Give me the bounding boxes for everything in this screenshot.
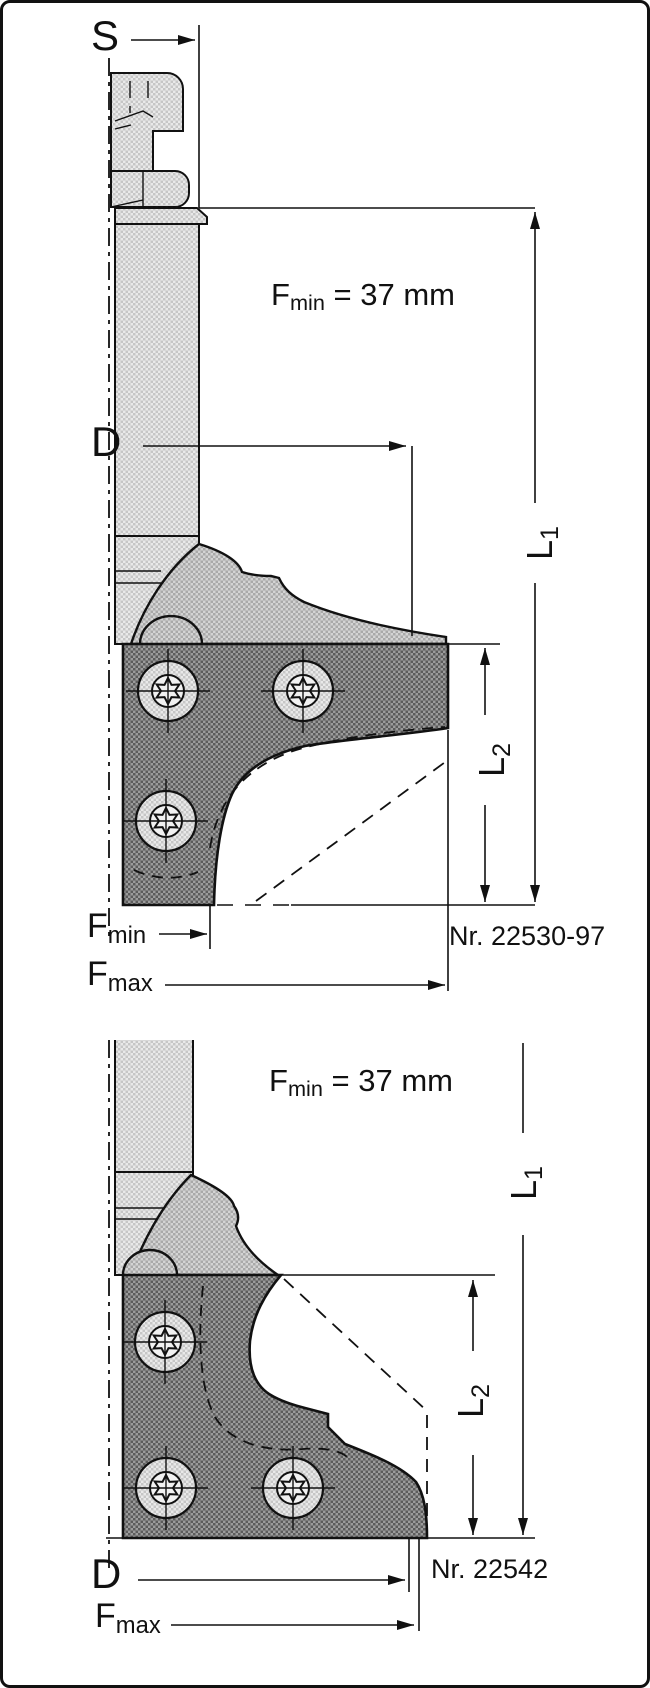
label-fmax-fig2: Fmax	[95, 1597, 161, 1639]
label-fmax-fig1: Fmax	[87, 955, 153, 997]
label-s-fig1: S	[91, 12, 120, 59]
label-l1-fig2: L1	[503, 1165, 549, 1201]
cutter-technical-drawing	[106, 25, 540, 1631]
dimension-lines-fig2	[106, 1043, 535, 1631]
figure1-drawing	[108, 25, 540, 991]
part-number-fig2: Nr. 22542	[431, 1554, 549, 1584]
profile-knife-fig1	[129, 542, 448, 646]
figure2-drawing	[106, 1040, 535, 1631]
cutter-body-fig2	[121, 1273, 429, 1540]
echo-arc-fig1	[133, 869, 199, 879]
cutter-body-fig1	[121, 642, 450, 907]
diagonal-dashed-fig2	[283, 1278, 428, 1412]
label-fmin-note-fig2: Fmin = 37 mm	[269, 1063, 453, 1102]
clamping-screw	[110, 72, 184, 172]
hub-bump-fig2	[121, 1248, 179, 1276]
hex-nut	[110, 170, 190, 208]
hub-bump-fig1	[138, 614, 204, 645]
dimension-lines-fig1	[143, 207, 540, 991]
label-fmin-fig1: Fmin	[87, 907, 147, 949]
part-number-fig1: Nr. 22530-97	[449, 921, 606, 951]
label-d-fig2: D	[91, 1550, 122, 1597]
profile-knife-fig2	[129, 1173, 282, 1277]
label-l1-fig1: L1	[519, 525, 565, 561]
profile-echo-dashed-fig1	[209, 726, 446, 849]
profile-echo-dashed-fig2	[199, 1285, 352, 1462]
label-fmin-note-fig1: Fmin = 37 mm	[271, 277, 455, 316]
label-l2-fig2: L2	[450, 1383, 496, 1419]
diagonal-dashed-fig1	[255, 759, 449, 902]
label-l2-fig1: L2	[471, 742, 517, 778]
label-d-fig1: D	[91, 418, 122, 465]
